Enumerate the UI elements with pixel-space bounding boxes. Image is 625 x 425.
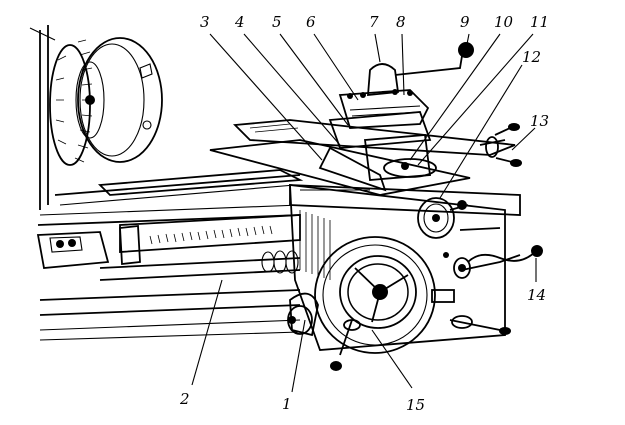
- callout-4: 4: [234, 13, 245, 31]
- callout-5: 5: [272, 13, 282, 31]
- callout-labels: 1 2 3 4 5 6 7 8 9 10 11 12 13 14 15: [179, 13, 549, 414]
- callout-6: 6: [306, 13, 316, 31]
- callout-8: 8: [396, 13, 406, 31]
- callout-9: 9: [460, 13, 470, 31]
- callout-12: 12: [522, 48, 541, 66]
- tool-post: [338, 42, 474, 129]
- callout-10: 10: [494, 13, 514, 31]
- apron: [287, 183, 543, 371]
- lathe-bed: [36, 169, 304, 341]
- callout-15: 15: [406, 396, 425, 414]
- compound-rest: [318, 111, 437, 192]
- callout-3: 3: [200, 13, 210, 31]
- callout-7: 7: [369, 13, 379, 31]
- callout-13: 13: [530, 112, 549, 130]
- chuck-assembly: [29, 25, 163, 210]
- cross-slide-handle: [479, 123, 522, 167]
- callout-14: 14: [527, 286, 546, 304]
- callout-1: 1: [282, 395, 292, 413]
- leader-lines: [191, 33, 537, 393]
- callout-11: 11: [530, 13, 549, 31]
- callout-2: 2: [179, 390, 190, 408]
